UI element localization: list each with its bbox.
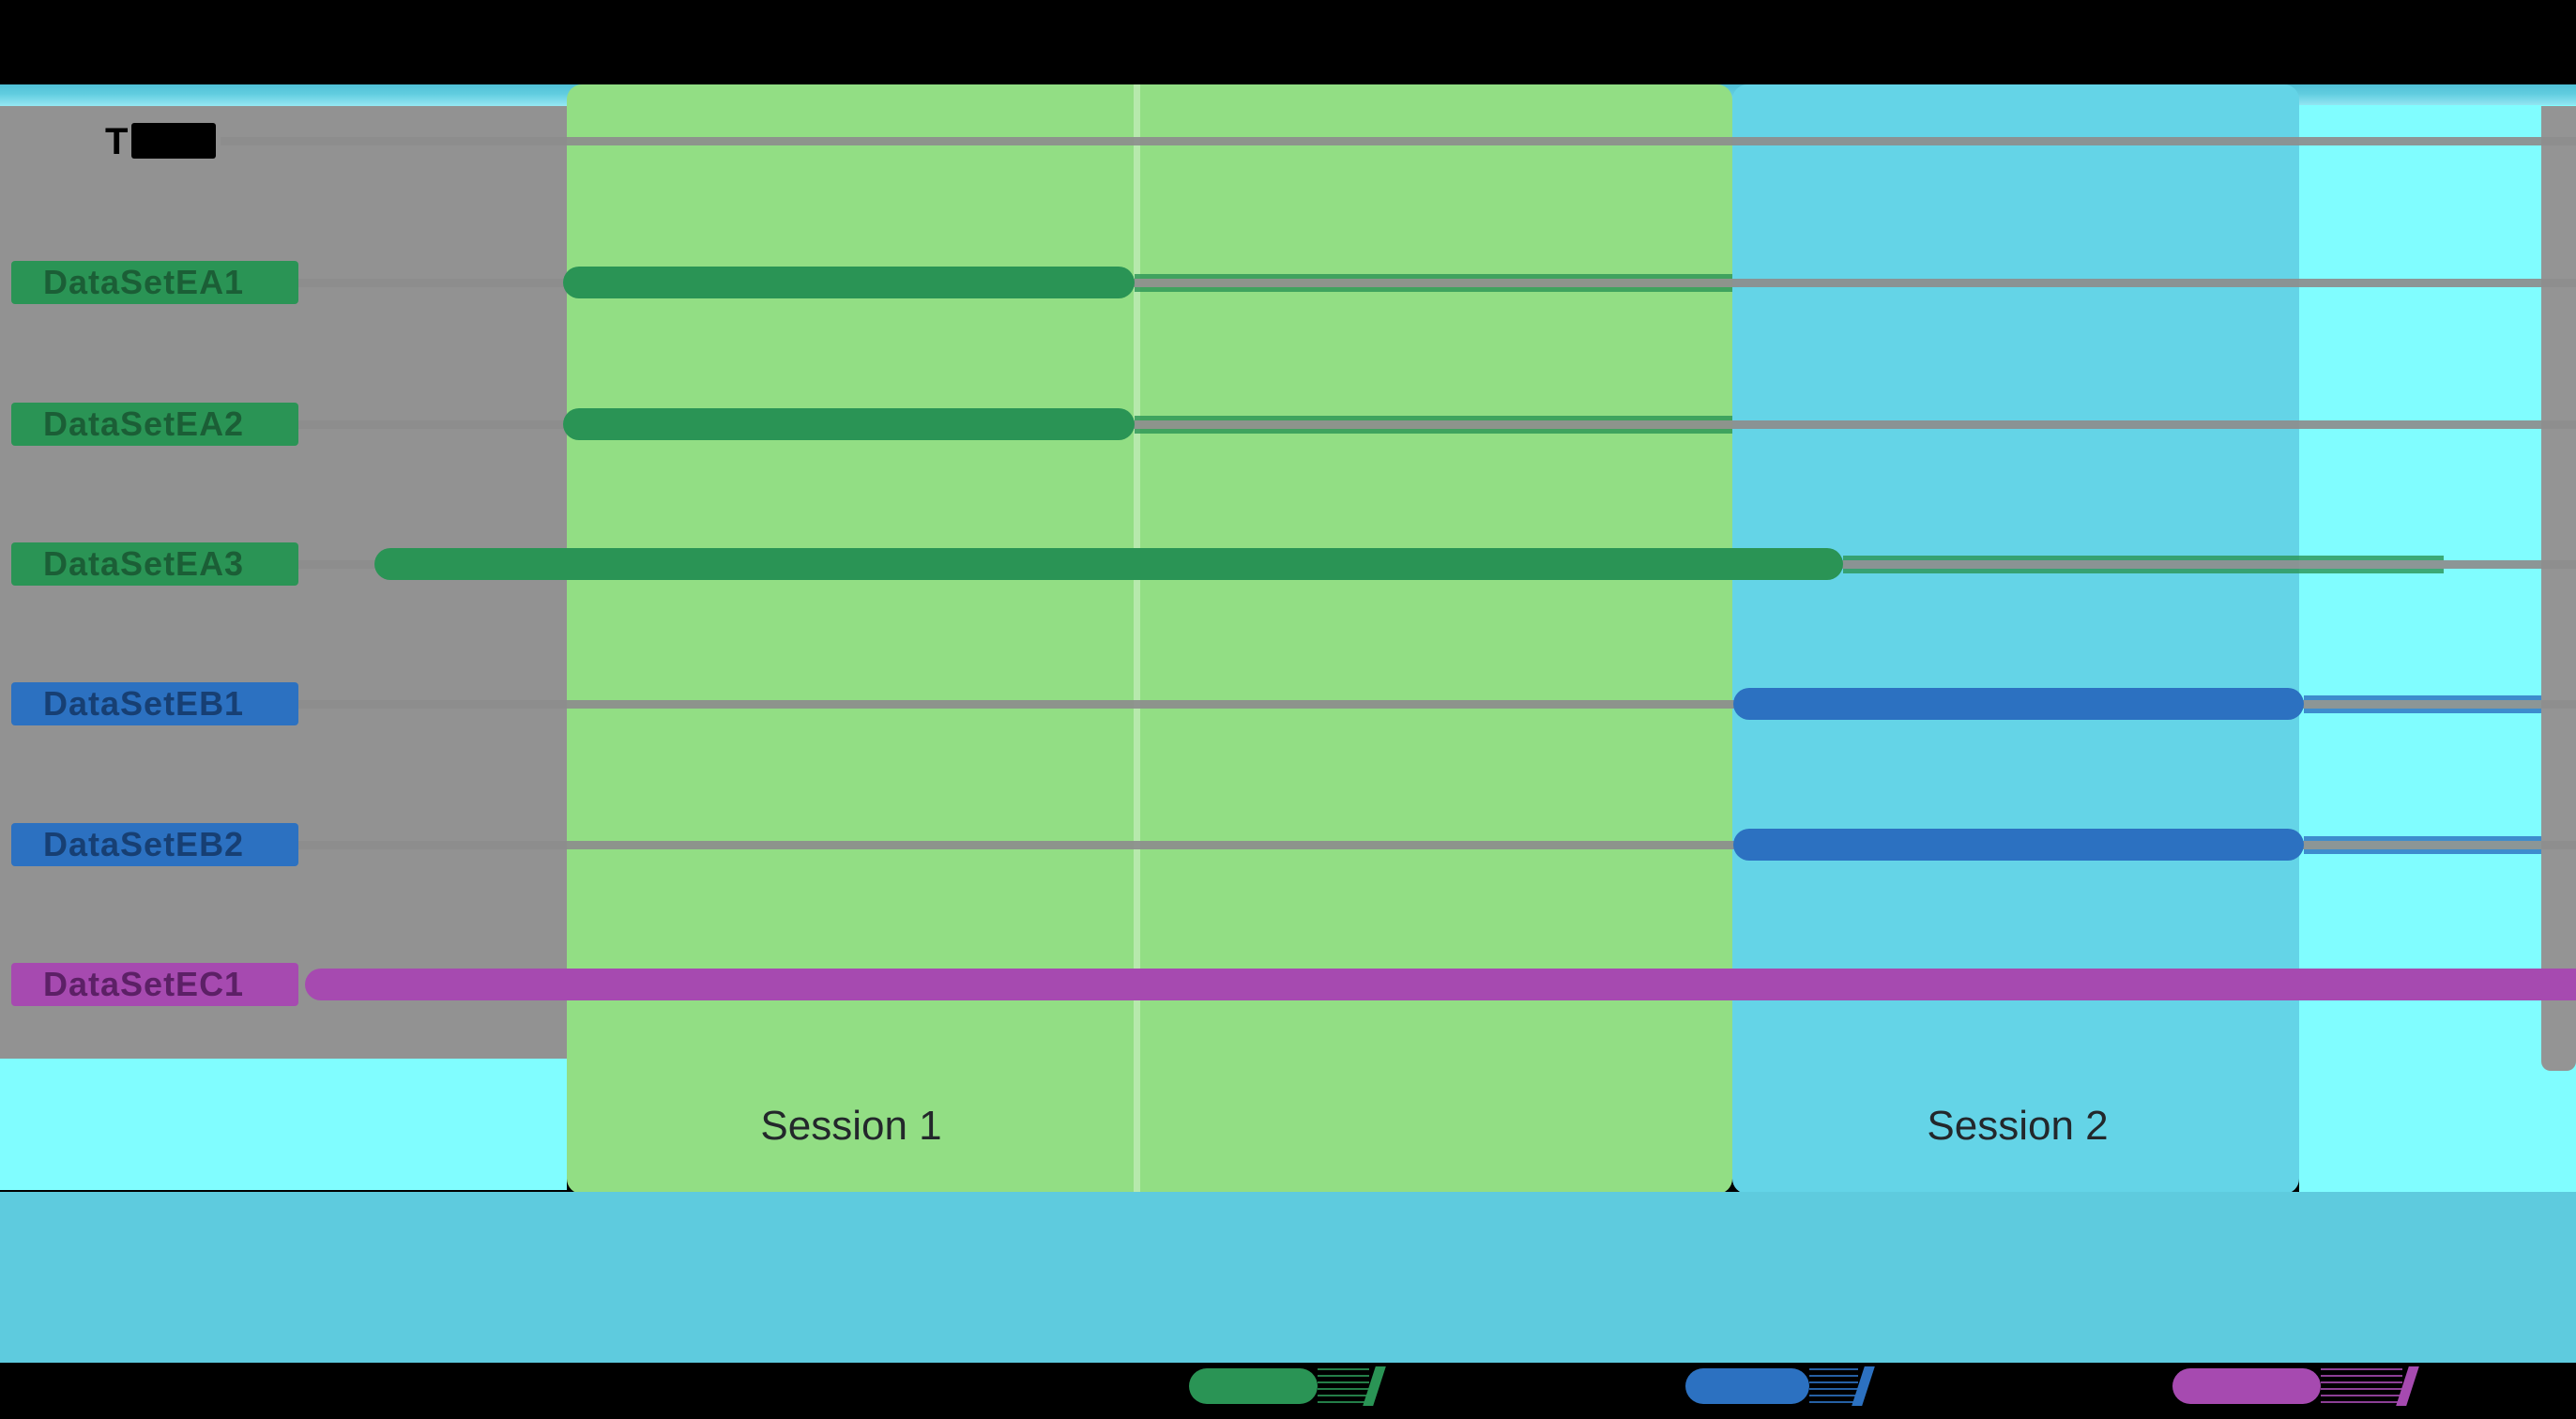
row-label-DataSetEA3: DataSetEA3	[11, 542, 298, 586]
row-track-edge	[1135, 273, 1732, 279]
axis-header-redaction-box	[131, 123, 216, 159]
legend-marker	[1189, 1368, 1318, 1404]
row-track-edge	[1135, 415, 1732, 420]
bar-DataSetEA1[interactable]	[563, 267, 1135, 298]
row-track-edge	[2304, 694, 2541, 700]
bar-DataSetEA3[interactable]	[374, 548, 1843, 580]
legend-label-redacted-streaks	[1809, 1368, 1858, 1404]
row-track	[298, 835, 2576, 854]
row-track-edge	[2304, 835, 2541, 841]
bar-DataSetEB1[interactable]	[1733, 688, 2304, 720]
legend-item[interactable]	[2172, 1366, 2431, 1406]
row-label-DataSetEA2: DataSetEA2	[11, 403, 298, 446]
row-track-line	[298, 840, 2576, 849]
row-track	[221, 132, 2576, 150]
footer-strip	[0, 1192, 2576, 1363]
row-label-DataSetEC1: DataSetEC1	[11, 963, 298, 1006]
session-band-gridline	[1134, 84, 1140, 1194]
row-label-DataSetEB1: DataSetEB1	[11, 682, 298, 725]
row-track-edge	[2304, 708, 2541, 713]
row-track-edge	[1135, 428, 1732, 434]
row-label-text: DataSetEB1	[43, 684, 245, 723]
legend-label-redacted-streaks	[1318, 1368, 1369, 1404]
row-label-text: DataSetEA1	[43, 263, 245, 301]
row-track-line	[298, 420, 2576, 429]
row-track-edge	[1843, 555, 2444, 560]
row-track	[298, 694, 2576, 713]
row-track-line	[221, 136, 2576, 145]
row-track-edge	[1135, 286, 1732, 292]
row-label-DataSetEA1: DataSetEA1	[11, 261, 298, 304]
row-label-text: DataSetEA2	[43, 404, 245, 443]
session-label-2: Session 2	[1927, 1103, 2109, 1149]
row-track-line	[298, 278, 2576, 287]
session-band-2	[1732, 84, 2299, 1194]
right-margin-column	[2541, 106, 2576, 1071]
row-track-edge	[1843, 568, 2444, 573]
legend-marker	[1685, 1368, 1809, 1404]
row-label-DataSetEB2: DataSetEB2	[11, 823, 298, 866]
row-label-text: DataSetEA3	[43, 544, 245, 583]
bar-DataSetEA2[interactable]	[563, 408, 1135, 440]
bar-DataSetEC1[interactable]	[305, 969, 2576, 1000]
row-label-text: DataSetEB2	[43, 825, 245, 863]
session-label-1: Session 1	[760, 1103, 942, 1149]
axis-header-label: T	[105, 121, 129, 162]
row-track	[298, 273, 2576, 292]
legend-marker	[2172, 1368, 2321, 1404]
row-track	[298, 415, 2576, 434]
bar-DataSetEB2[interactable]	[1733, 829, 2304, 861]
row-track-line	[298, 699, 2576, 709]
row-track-edge	[2304, 848, 2541, 854]
row-label-text: DataSetEC1	[43, 965, 245, 1003]
legend-item[interactable]	[1189, 1366, 1397, 1406]
bottom-left-background	[0, 1059, 567, 1190]
legend-label-redacted-streaks	[2321, 1368, 2402, 1404]
legend-item[interactable]	[1685, 1366, 1886, 1406]
